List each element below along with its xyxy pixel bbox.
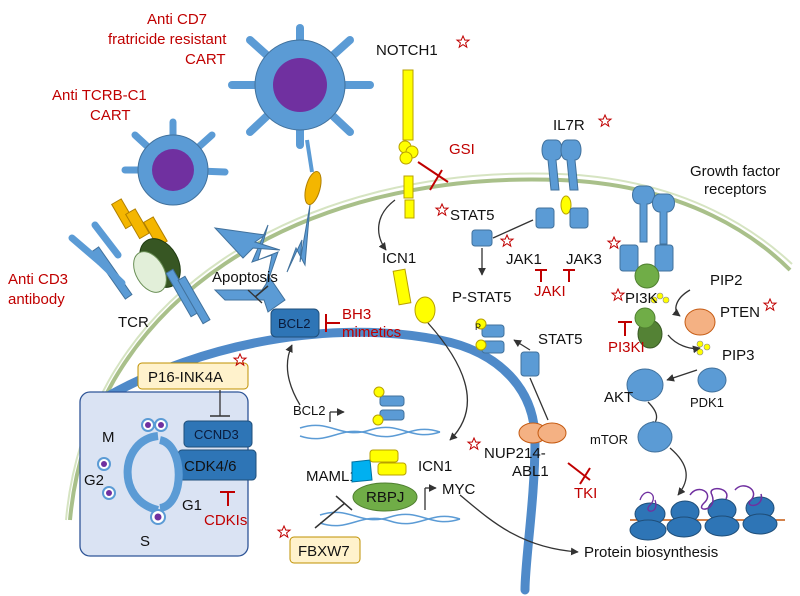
phase-g2-label: G2 <box>84 472 104 489</box>
stat5-top-protein <box>471 229 493 247</box>
bh3-label: BH3 <box>342 306 371 323</box>
nup214-abl1 <box>518 422 567 444</box>
pip3-label: PIP3 <box>722 347 755 364</box>
cell-membrane <box>68 177 792 521</box>
fbxw7-label: FBXW7 <box>298 543 350 560</box>
il7r-receptor <box>535 139 589 229</box>
anti-tcrb-label-2: CART <box>90 107 131 124</box>
ccnd3-label: CCND3 <box>194 427 239 442</box>
mtor-label: mTOR <box>590 432 628 447</box>
icn1-nuclear-protein <box>369 449 407 476</box>
icn1-nuc-label: ICN1 <box>418 458 452 475</box>
rbpj-protein <box>352 482 418 512</box>
anti-cd7-cart-cell <box>228 24 374 206</box>
rbpj-label: RBPJ <box>366 489 404 506</box>
tcr-label: TCR <box>118 314 149 331</box>
akt-protein <box>626 368 664 402</box>
p-label-1: P <box>475 322 481 332</box>
p16-label: P16-INK4A <box>148 369 223 386</box>
anti-cd3-label: Anti CD3 <box>8 271 68 288</box>
apoptosis-signal-arrows <box>213 204 311 313</box>
phase-m-label: M <box>102 429 115 446</box>
p-stat5-dimer <box>475 318 505 354</box>
anti-tcrb-label: Anti TCRB-C1 <box>52 87 147 104</box>
jaki-label: JAKI <box>534 283 566 300</box>
growth-factor-label-2: receptors <box>704 181 767 198</box>
anti-cd3-antibody <box>68 221 126 287</box>
dna-helix-myc <box>319 511 461 527</box>
pip2-label: PIP2 <box>710 272 743 289</box>
apoptosis-label: Apoptosis <box>212 269 278 286</box>
gsi-label: GSI <box>449 141 475 158</box>
anti-cd7-label-3: CART <box>185 51 226 68</box>
pten-protein <box>684 308 716 336</box>
cdk46-label: CDK4/6 <box>184 458 237 475</box>
myc-label: MYC <box>442 481 476 498</box>
il7r-label: IL7R <box>553 117 585 134</box>
stat5-top-label: STAT5 <box>450 207 494 224</box>
stat5-mid-protein <box>520 351 540 377</box>
pi3k-label: PI3K <box>625 290 658 307</box>
stat5-mid-label: STAT5 <box>538 331 582 348</box>
bcl2-label: BCL2 <box>278 316 311 331</box>
growth-factor-receptors <box>619 185 675 272</box>
nup214-label-2: ABL1 <box>512 463 549 480</box>
p16-box <box>137 362 249 390</box>
cdkis-label: CDKIs <box>204 512 247 529</box>
notch1-receptor <box>398 69 419 219</box>
protein-bio-label: Protein biosynthesis <box>584 544 718 561</box>
bcl2-protein <box>270 308 320 338</box>
maml1-label: MAML1 <box>306 468 358 485</box>
anti-cd3-label-2: antibody <box>8 291 65 308</box>
p-stat5-label: P-STAT5 <box>452 289 511 306</box>
nup214-label: NUP214- <box>484 445 546 462</box>
jak1-label: JAK1 <box>506 251 542 268</box>
phase-s-label: S <box>140 533 150 550</box>
tki-label: TKI <box>574 485 597 502</box>
bh3-label-2: mimetics <box>342 324 401 341</box>
anti-cd7-label-2: fratricide resistant <box>108 31 227 48</box>
pi3k-subunit-1 <box>634 263 660 289</box>
cell-cycle-cells <box>97 418 168 525</box>
notch1-label: NOTCH1 <box>376 42 438 59</box>
pten-label: PTEN <box>720 304 760 321</box>
pdk1-label: PDK1 <box>690 395 724 410</box>
mtor-protein <box>637 421 673 453</box>
fbxw7-box <box>289 536 361 564</box>
ribosomes <box>629 485 785 541</box>
phase-g1-label: G1 <box>182 497 202 514</box>
pi3ki-label: PI3KI <box>608 339 645 356</box>
icn1-top-label: ICN1 <box>382 250 416 267</box>
dna-helix-bcl2 <box>299 424 441 440</box>
nuclear-membrane <box>105 327 540 595</box>
pdk1-protein <box>697 367 727 393</box>
stat5-dna-dimer <box>372 386 405 426</box>
jak3-label: JAK3 <box>566 251 602 268</box>
growth-factor-label: Growth factor <box>690 163 780 180</box>
anti-tcrb-cart-cell <box>110 118 229 248</box>
maml1-protein <box>351 459 373 483</box>
ccnd3-box <box>183 420 253 448</box>
akt-label: AKT <box>604 389 633 406</box>
anti-cd7-label: Anti CD7 <box>147 11 207 28</box>
bcl2-gene-label: BCL2 <box>293 403 326 418</box>
icn1-cytoplasm-protein <box>392 268 436 324</box>
